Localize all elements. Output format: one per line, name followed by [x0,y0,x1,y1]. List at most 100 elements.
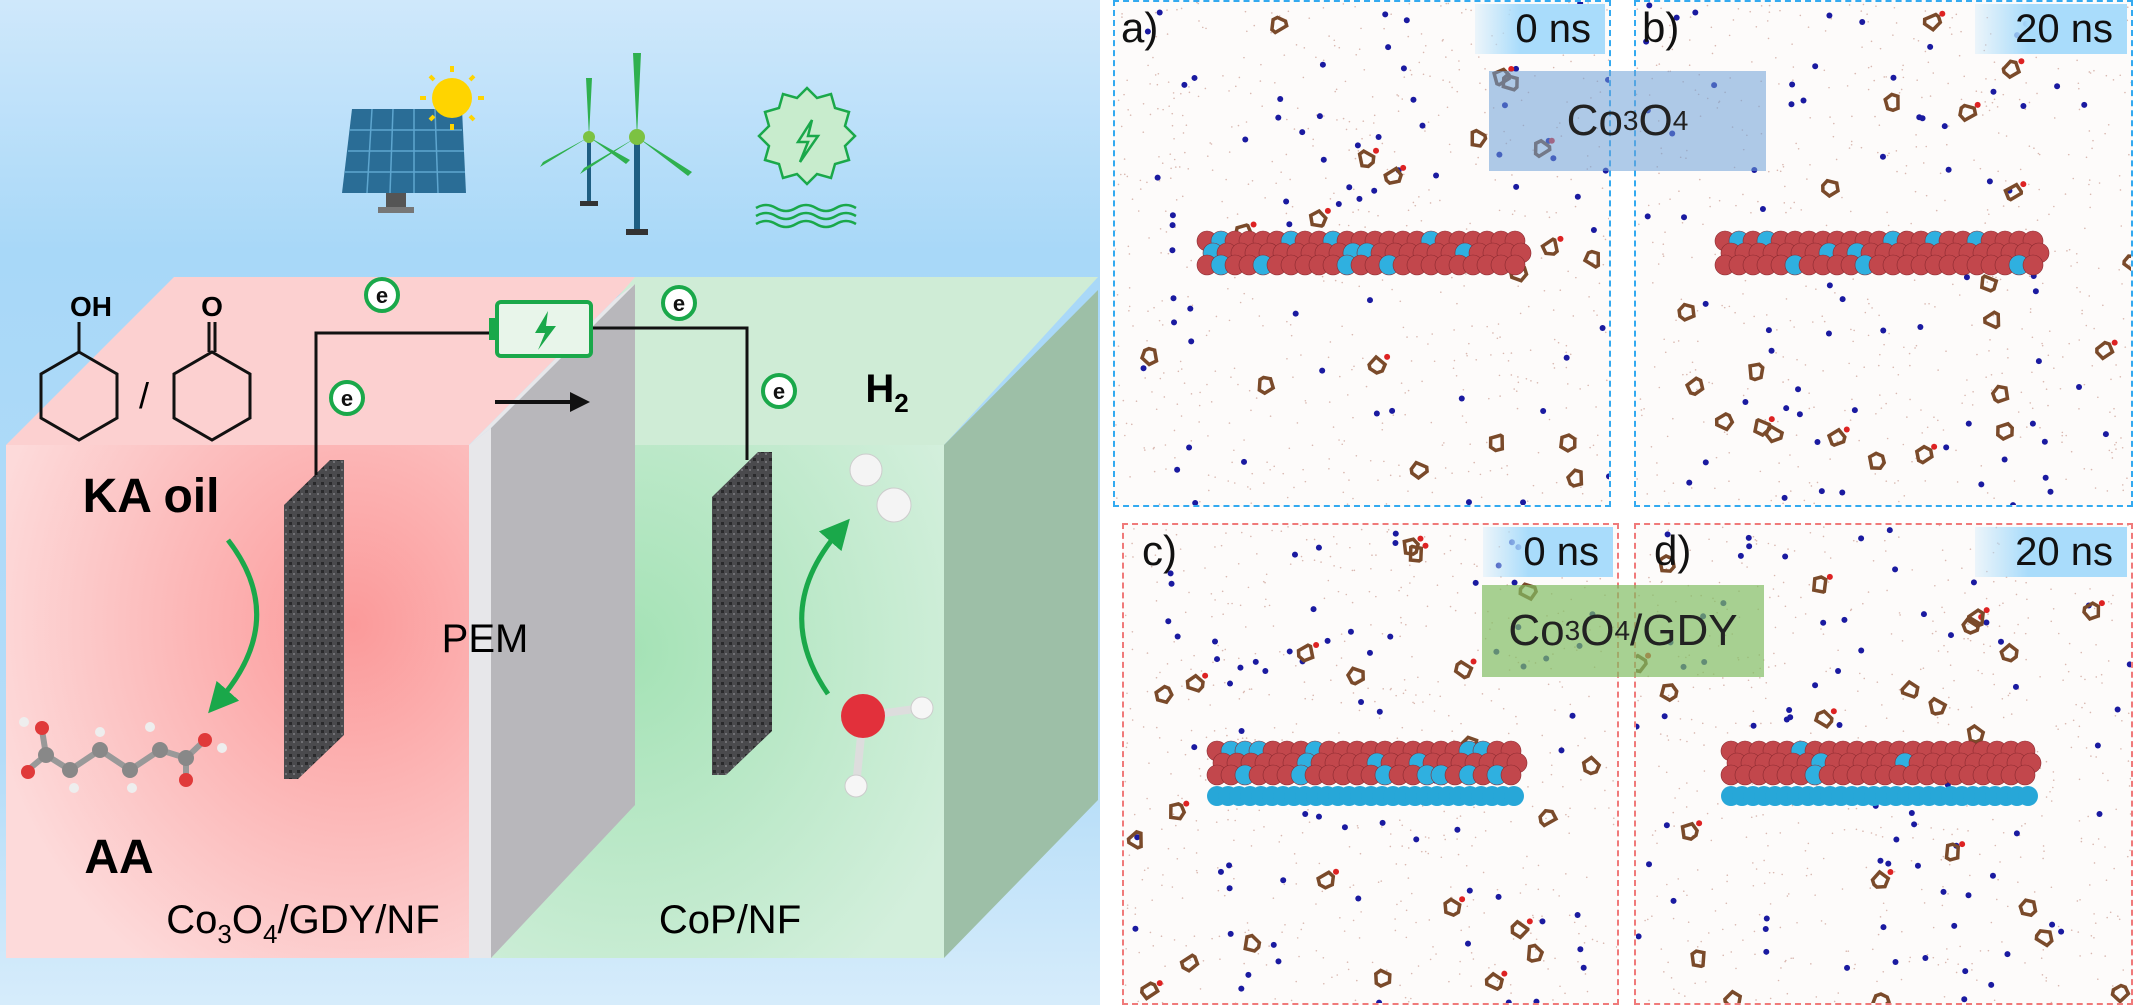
solvent-dot [1346,394,1349,396]
ion-dot [1636,723,1640,730]
solvent-dot [1764,419,1767,421]
solvent-dot [1880,407,1883,409]
solvent-dot [1234,85,1237,88]
solvent-dot [1955,13,1958,16]
solvent-dot [1808,583,1811,586]
solvent-dot [1307,127,1310,130]
solvent-dot [1786,992,1789,995]
solvent-dot [1165,231,1168,233]
solvent-dot [1876,980,1878,983]
solvent-dot [1436,584,1439,587]
solvent-dot [2088,71,2091,73]
solvent-dot [1161,324,1164,326]
ion-dot [1270,941,1277,948]
solvent-dot [1190,259,1193,262]
oxygen-atom [1508,66,1515,73]
solvent-dot [1898,536,1900,538]
ion-dot [1826,282,1833,289]
ion-dot [1702,459,1709,466]
solvent-dot [1248,688,1251,690]
solvent-dot [2027,183,2030,186]
solvent-dot [1862,3,1865,6]
solvent-dot [1454,609,1457,612]
solvent-dot [1925,145,1928,148]
solvent-dot [1349,546,1351,549]
solvent-dot [1333,44,1336,47]
solvent-dot [1160,252,1162,254]
solvent-dot [1568,2,1570,4]
solvent-dot [1348,479,1350,481]
solvent-dot [1295,883,1298,885]
solvent-dot [1416,335,1418,338]
oxygen-atom [1384,353,1391,360]
oxygen-atom [1557,235,1564,242]
solvent-dot [2090,755,2092,757]
solvent-dot [2064,663,2067,666]
solvent-dot [1983,651,1985,654]
solvent-dot [1402,173,1405,176]
solvent-dot [1537,451,1540,454]
solvent-dot [1588,695,1590,698]
solvent-dot [1697,340,1699,343]
solvent-dot [1602,263,1605,266]
solvent-dot [1322,280,1325,282]
ka-oil-molecule [1443,897,1462,918]
ion-dot [2126,661,2131,668]
solvent-dot [1911,569,1914,571]
solvent-dot [2050,1001,2053,1003]
solvent-dot [1381,279,1384,281]
solvent-dot [1596,434,1599,437]
solvent-dot [1368,210,1370,213]
solvent-dot [2006,289,2009,291]
solvent-dot [1999,278,2002,281]
solvent-dot [1596,940,1598,943]
solvent-dot [1196,871,1199,874]
solvent-dot [1855,807,1858,810]
solvent-dot [1239,604,1242,607]
solvent-dot [1822,535,1825,538]
solvent-dot [1357,209,1360,211]
solvent-dot [1488,967,1490,969]
solvent-dot [1254,739,1256,741]
solvent-dot [1321,275,1324,278]
solvent-dot [1559,985,1561,988]
ion-dot [1212,638,1219,645]
solvent-dot [1870,40,1873,43]
ion-dot [1188,338,1195,345]
ion-dot [1454,826,1461,833]
solvent-dot [1404,689,1407,691]
solvent-dot [1595,406,1597,408]
sun-icon [420,66,484,130]
solvent-dot [1885,717,1888,720]
solvent-dot [1751,61,1753,63]
solvent-dot [2028,145,2031,147]
solvent-dot [2079,955,2081,957]
solvent-dot [1404,863,1407,866]
solvent-dot [1387,528,1390,531]
ion-dot [1346,184,1353,191]
solvent-dot [1883,343,1885,346]
solvent-dot [1338,732,1340,734]
solvent-dot [1941,606,1943,609]
solvent-dot [2064,193,2067,195]
solvent-dot [1448,980,1450,983]
solvent-dot [2052,779,2055,781]
solvent-dot [1262,580,1265,583]
solvent-dot [1358,48,1361,50]
solvent-dot [1511,174,1513,176]
pem-label: PEM [442,617,529,661]
solvent-dot [1886,211,1888,214]
solvent-dot [1465,421,1468,424]
solvent-dot [2074,592,2077,595]
ion-dot [1763,915,1770,922]
solvent-dot [1932,956,1935,959]
solvent-dot [1169,177,1172,180]
solvent-dot [1755,25,1758,28]
solvent-dot [1555,211,1558,214]
solvent-dot [1663,490,1666,492]
solvent-dot [1658,172,1660,175]
solvent-dot [1206,155,1209,157]
solvent-dot [1281,931,1283,933]
solvent-dot [1180,92,1182,95]
solvent-dot [1470,952,1473,954]
